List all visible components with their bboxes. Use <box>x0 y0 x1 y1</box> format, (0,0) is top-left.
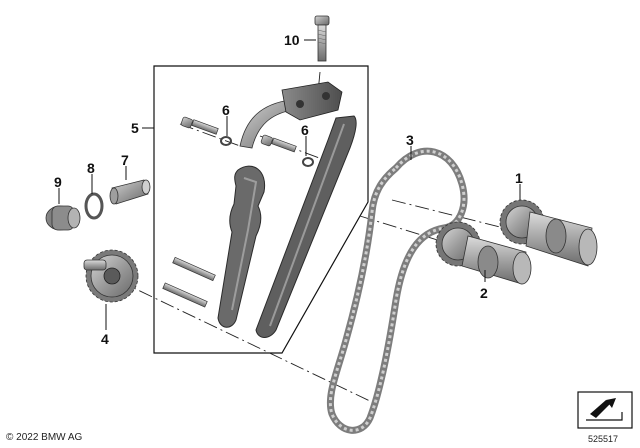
callout-9: 9 <box>54 174 62 190</box>
callout-labels: 1 2 3 4 5 6 6 7 8 9 10 <box>54 32 523 347</box>
callout-6-right: 6 <box>301 122 309 138</box>
guide-rail <box>255 115 357 338</box>
callout-8: 8 <box>87 160 95 176</box>
diagram-part-number: 525517 <box>588 434 619 444</box>
camshaft-2 <box>435 221 532 285</box>
leader-lines <box>58 39 521 330</box>
callout-2: 2 <box>480 285 488 301</box>
screw-plug-9 <box>45 205 81 231</box>
callout-3: 3 <box>406 132 414 148</box>
washer-6-right <box>302 157 314 167</box>
callout-4: 4 <box>101 331 109 347</box>
tensioner-pin-7 <box>109 179 151 205</box>
guide-bolt-right <box>260 134 297 153</box>
tensioner-rail <box>217 165 266 328</box>
guide-pins <box>162 256 216 308</box>
callout-5: 5 <box>131 120 139 136</box>
callout-10: 10 <box>284 32 300 48</box>
camshaft-1 <box>499 199 598 267</box>
copyright-notice: © 2022 BMW AG <box>6 432 83 443</box>
guide-bracket <box>239 81 343 149</box>
callout-6-left: 6 <box>222 102 230 118</box>
assembly-frame-5 <box>142 65 369 354</box>
catalog-symbol-icon <box>577 391 633 429</box>
callout-1: 1 <box>515 170 523 186</box>
timing-chain-3 <box>326 147 468 434</box>
guide-bolt-left <box>180 116 219 135</box>
sealing-ring-8 <box>84 192 104 220</box>
washer-6-left <box>220 136 232 146</box>
bolt-10 <box>314 15 330 62</box>
callout-7: 7 <box>121 152 129 168</box>
sprocket-4 <box>83 249 139 303</box>
